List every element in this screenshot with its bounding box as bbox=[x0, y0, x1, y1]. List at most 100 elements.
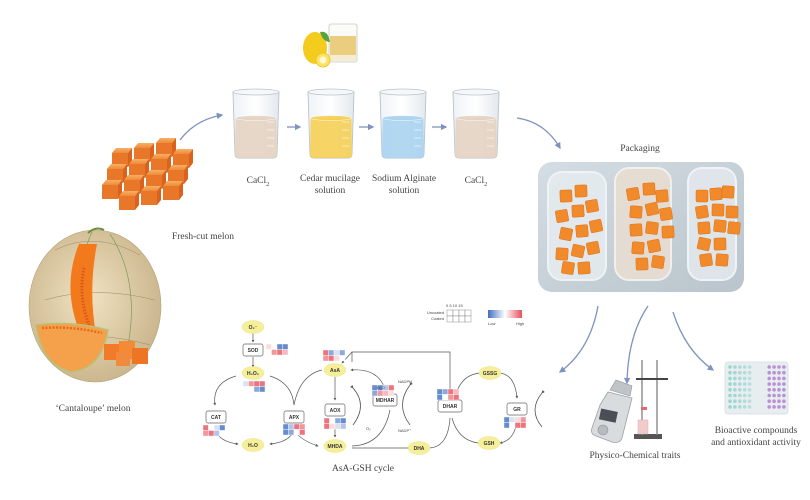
microplate-icon bbox=[724, 361, 789, 415]
beaker-row bbox=[232, 88, 500, 159]
svg-text:AsA: AsA bbox=[330, 368, 340, 374]
legend-cell bbox=[452, 315, 460, 323]
heatmap-cell bbox=[288, 429, 295, 436]
heatmap-cell bbox=[253, 386, 260, 393]
packaged-melon-cube bbox=[642, 182, 656, 196]
heatmap-cell bbox=[509, 422, 516, 429]
legend-col-labels: 0 5 10 15 bbox=[446, 303, 463, 308]
packaged-melon-cube bbox=[558, 226, 574, 242]
fresh-cut-label: Fresh-cut melon bbox=[171, 232, 234, 242]
heatmap-cell bbox=[453, 388, 460, 395]
legend-color-scale bbox=[488, 310, 522, 318]
heatmap-cell bbox=[248, 386, 255, 393]
packaged-melon-cube bbox=[655, 189, 669, 203]
packaged-melon-cube bbox=[575, 224, 589, 238]
heatmap-cell bbox=[503, 416, 510, 423]
legend-cell bbox=[464, 315, 472, 323]
heatmap-cell bbox=[323, 423, 330, 430]
heatmap-cell bbox=[442, 394, 449, 401]
heatmap-cell bbox=[447, 388, 454, 395]
packaged-melon-cube bbox=[559, 189, 573, 203]
svg-text:CAT: CAT bbox=[211, 415, 221, 421]
packaged-melon-cube bbox=[626, 187, 640, 201]
packaging-photo bbox=[538, 162, 744, 292]
heatmap-cell bbox=[208, 430, 215, 437]
melon-cube bbox=[102, 180, 122, 199]
heatmap-cell bbox=[382, 390, 389, 397]
heatmap-cell bbox=[253, 380, 260, 387]
packaging-label: Packaging bbox=[620, 144, 660, 154]
heatmap-cell bbox=[213, 430, 220, 437]
packaged-melon-cube bbox=[727, 221, 741, 235]
heatmap-cell bbox=[282, 423, 289, 430]
enzyme-apx: APX bbox=[283, 410, 305, 424]
sod-heatmap bbox=[265, 343, 289, 356]
apx-heatmap bbox=[282, 423, 306, 436]
heatmap-cell bbox=[371, 390, 378, 397]
heatmap-cell bbox=[339, 355, 346, 362]
heatmap-cell bbox=[288, 423, 295, 430]
packaged-melon-cube bbox=[697, 221, 711, 235]
metabolite-h2o2: H₂O₂ bbox=[241, 366, 265, 380]
heatmap-cell bbox=[436, 388, 443, 395]
metabolite-h2o-bottom: H₂O bbox=[241, 438, 265, 452]
h2o2-heatmap bbox=[242, 380, 266, 393]
svg-text:H₂O₂: H₂O₂ bbox=[247, 371, 259, 377]
heatmap-cell bbox=[514, 416, 521, 423]
beaker-mucilage bbox=[307, 88, 355, 159]
packaged-melon-cube bbox=[699, 253, 713, 267]
svg-text:AOX: AOX bbox=[330, 408, 342, 414]
heatmap-cell bbox=[514, 422, 521, 429]
metabolite-o2: O₂⁻ bbox=[241, 320, 265, 334]
aox-heatmap bbox=[323, 417, 347, 430]
legend-low: Low bbox=[488, 321, 495, 326]
heatmap-cell bbox=[333, 355, 340, 362]
svg-text:DHA: DHA bbox=[414, 446, 425, 452]
packaged-melon-cube bbox=[629, 205, 643, 219]
heatmap-cell bbox=[271, 349, 278, 356]
packaged-melon-cube bbox=[555, 209, 569, 223]
svg-text:MDHAR: MDHAR bbox=[376, 398, 395, 404]
beaker-cacl2 bbox=[232, 88, 280, 159]
mdhar-side-nadp: NADP⁺ bbox=[398, 428, 411, 433]
heatmap-cell bbox=[265, 349, 272, 356]
melon-cube bbox=[168, 165, 188, 184]
heatmap-cell bbox=[208, 424, 215, 431]
legend-cell bbox=[446, 315, 454, 323]
heatmap-cell bbox=[299, 429, 306, 436]
heatmap-cell bbox=[293, 423, 300, 430]
svg-text:GSH: GSH bbox=[484, 441, 495, 447]
legend-row-coated: Coated bbox=[431, 316, 444, 321]
enzyme-aox: AOX bbox=[324, 403, 346, 417]
melon-cube bbox=[119, 191, 139, 210]
packaged-melon-cube bbox=[659, 207, 673, 221]
metabolite-gsh: GSH bbox=[477, 436, 501, 450]
heatmap-cell bbox=[453, 394, 460, 401]
cantaloupe-melon-image bbox=[28, 227, 162, 383]
packaged-melon-cube bbox=[661, 225, 675, 239]
packaged-melon-cube bbox=[574, 184, 588, 198]
heatmap-cell bbox=[323, 417, 330, 424]
beaker-alginate bbox=[379, 88, 427, 159]
heatmap-cell bbox=[509, 416, 516, 423]
packaged-melon-cube bbox=[695, 205, 709, 219]
heatmap-cell bbox=[322, 349, 329, 356]
heatmap-cell bbox=[282, 349, 289, 356]
melon-cube bbox=[163, 181, 183, 200]
packaged-melon-cube bbox=[713, 237, 727, 251]
cedar-fruit-beaker-image bbox=[303, 23, 358, 68]
svg-text:H₂O: H₂O bbox=[248, 443, 258, 449]
asa-gsh-cycle-label: AsA-GSH cycle bbox=[331, 464, 394, 474]
heatmap-cell bbox=[329, 417, 336, 424]
packaged-melon-cube bbox=[645, 221, 659, 235]
gr-heatmap bbox=[503, 416, 527, 429]
melon-cube bbox=[141, 186, 161, 205]
heatmap-cell bbox=[202, 424, 209, 431]
beaker-label-4: CaCl2 bbox=[464, 176, 488, 188]
heatmap-cell bbox=[271, 343, 278, 350]
arrow-to-packaging bbox=[516, 117, 561, 150]
aox-side-h2o: H₂O bbox=[377, 385, 385, 390]
